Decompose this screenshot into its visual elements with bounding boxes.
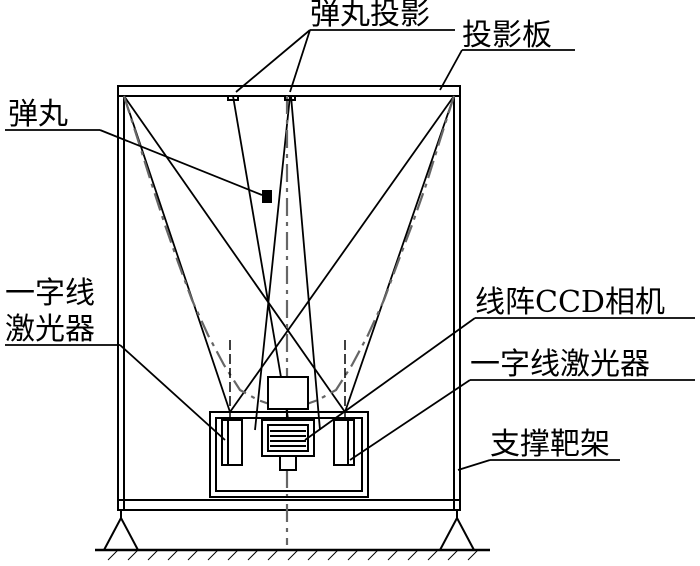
label-right-laser: 一字线激光器 [470, 347, 650, 382]
dashed-beams [122, 95, 456, 545]
label-bullet: 弹丸 [8, 97, 68, 132]
bullet-marker [262, 190, 272, 203]
label-left-laser-line2: 激光器 [5, 312, 95, 347]
label-bullet-projection: 弹丸投影 [310, 0, 430, 32]
label-support-frame: 支撑靶架 [490, 427, 610, 462]
left-line-laser [221, 419, 243, 466]
projection-marks [227, 96, 296, 101]
label-left-laser-line1: 一字线 [5, 276, 95, 311]
label-ccd-camera: 线阵CCD相机 [475, 285, 665, 320]
ground [95, 548, 490, 561]
label-projection-board: 投影板 [462, 18, 552, 53]
ccd-camera [261, 376, 315, 471]
right-line-laser [333, 419, 355, 466]
equipment-base [209, 411, 369, 498]
leader-lines [5, 29, 695, 471]
laser-beams [123, 95, 455, 431]
support-frame [103, 85, 475, 551]
